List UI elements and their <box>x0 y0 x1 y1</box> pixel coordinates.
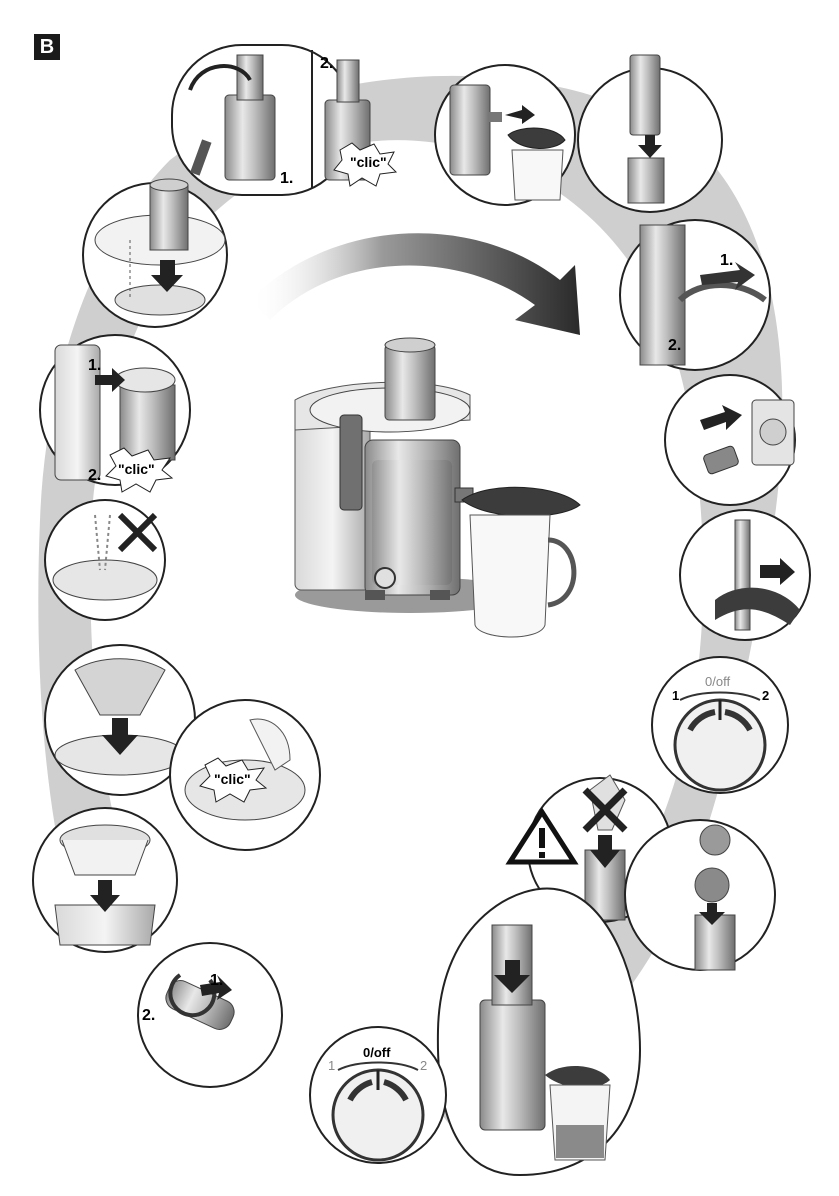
step-cord-release: 1. 2. <box>619 219 771 371</box>
step-close-clamp: 1. 2. "clic" <box>39 334 191 493</box>
step-attach-jug <box>434 64 576 206</box>
step-number-label: 2. <box>88 467 101 484</box>
clic-callout: "clic" <box>199 757 268 803</box>
step-speed-dial: 0/off 1 2 <box>651 656 789 794</box>
step-dial-off: 0/off 1 2 <box>309 1026 447 1164</box>
clic-callout: "clic" <box>105 447 174 493</box>
step-plug-in <box>664 374 796 506</box>
x-mark-icon <box>582 787 628 833</box>
step-number-label: 1. <box>210 972 223 989</box>
step-spout: 1. 2. <box>137 942 283 1088</box>
step-insert-lid <box>82 178 228 328</box>
step-lid-assembly: 1. 2. "clic" <box>171 44 398 196</box>
step-number-label: 1. <box>88 357 101 374</box>
dial-position-label: 2 <box>420 1058 427 1073</box>
dial-position-label: 2 <box>762 688 769 703</box>
svg-text:"clic": "clic" <box>214 771 251 787</box>
step-number-label: 2. <box>668 337 681 354</box>
warning-triangle-icon <box>505 807 579 865</box>
step-insert-sieve <box>44 644 196 796</box>
juicer-main-illustration <box>294 337 581 638</box>
svg-text:"clic": "clic" <box>118 461 155 477</box>
curved-arrow-icon <box>250 233 580 335</box>
step-juicing <box>436 887 642 1177</box>
dial-off-label: 0/off <box>363 1045 391 1060</box>
clic-callout: "clic" <box>333 142 398 187</box>
section-badge: B <box>34 34 60 60</box>
step-number-label: 1. <box>280 170 293 187</box>
step-insert-pusher <box>577 54 723 213</box>
dial-position-label: 1 <box>672 688 679 703</box>
dial-position-label: 1 <box>328 1058 335 1073</box>
x-mark-icon <box>117 512 158 553</box>
step-lock-sieve: "clic" <box>169 699 321 851</box>
step-number-label: 2. <box>320 55 333 72</box>
dial-off-label: 0/off <box>705 674 730 689</box>
svg-text:"clic": "clic" <box>350 154 387 170</box>
step-insert-basket <box>32 807 178 953</box>
step-number-label: 2. <box>142 1007 155 1024</box>
step-add-fruit <box>624 819 776 971</box>
step-clamp-closeup <box>679 509 811 641</box>
step-number-label: 1. <box>720 252 733 269</box>
step-no-spray <box>44 499 166 621</box>
